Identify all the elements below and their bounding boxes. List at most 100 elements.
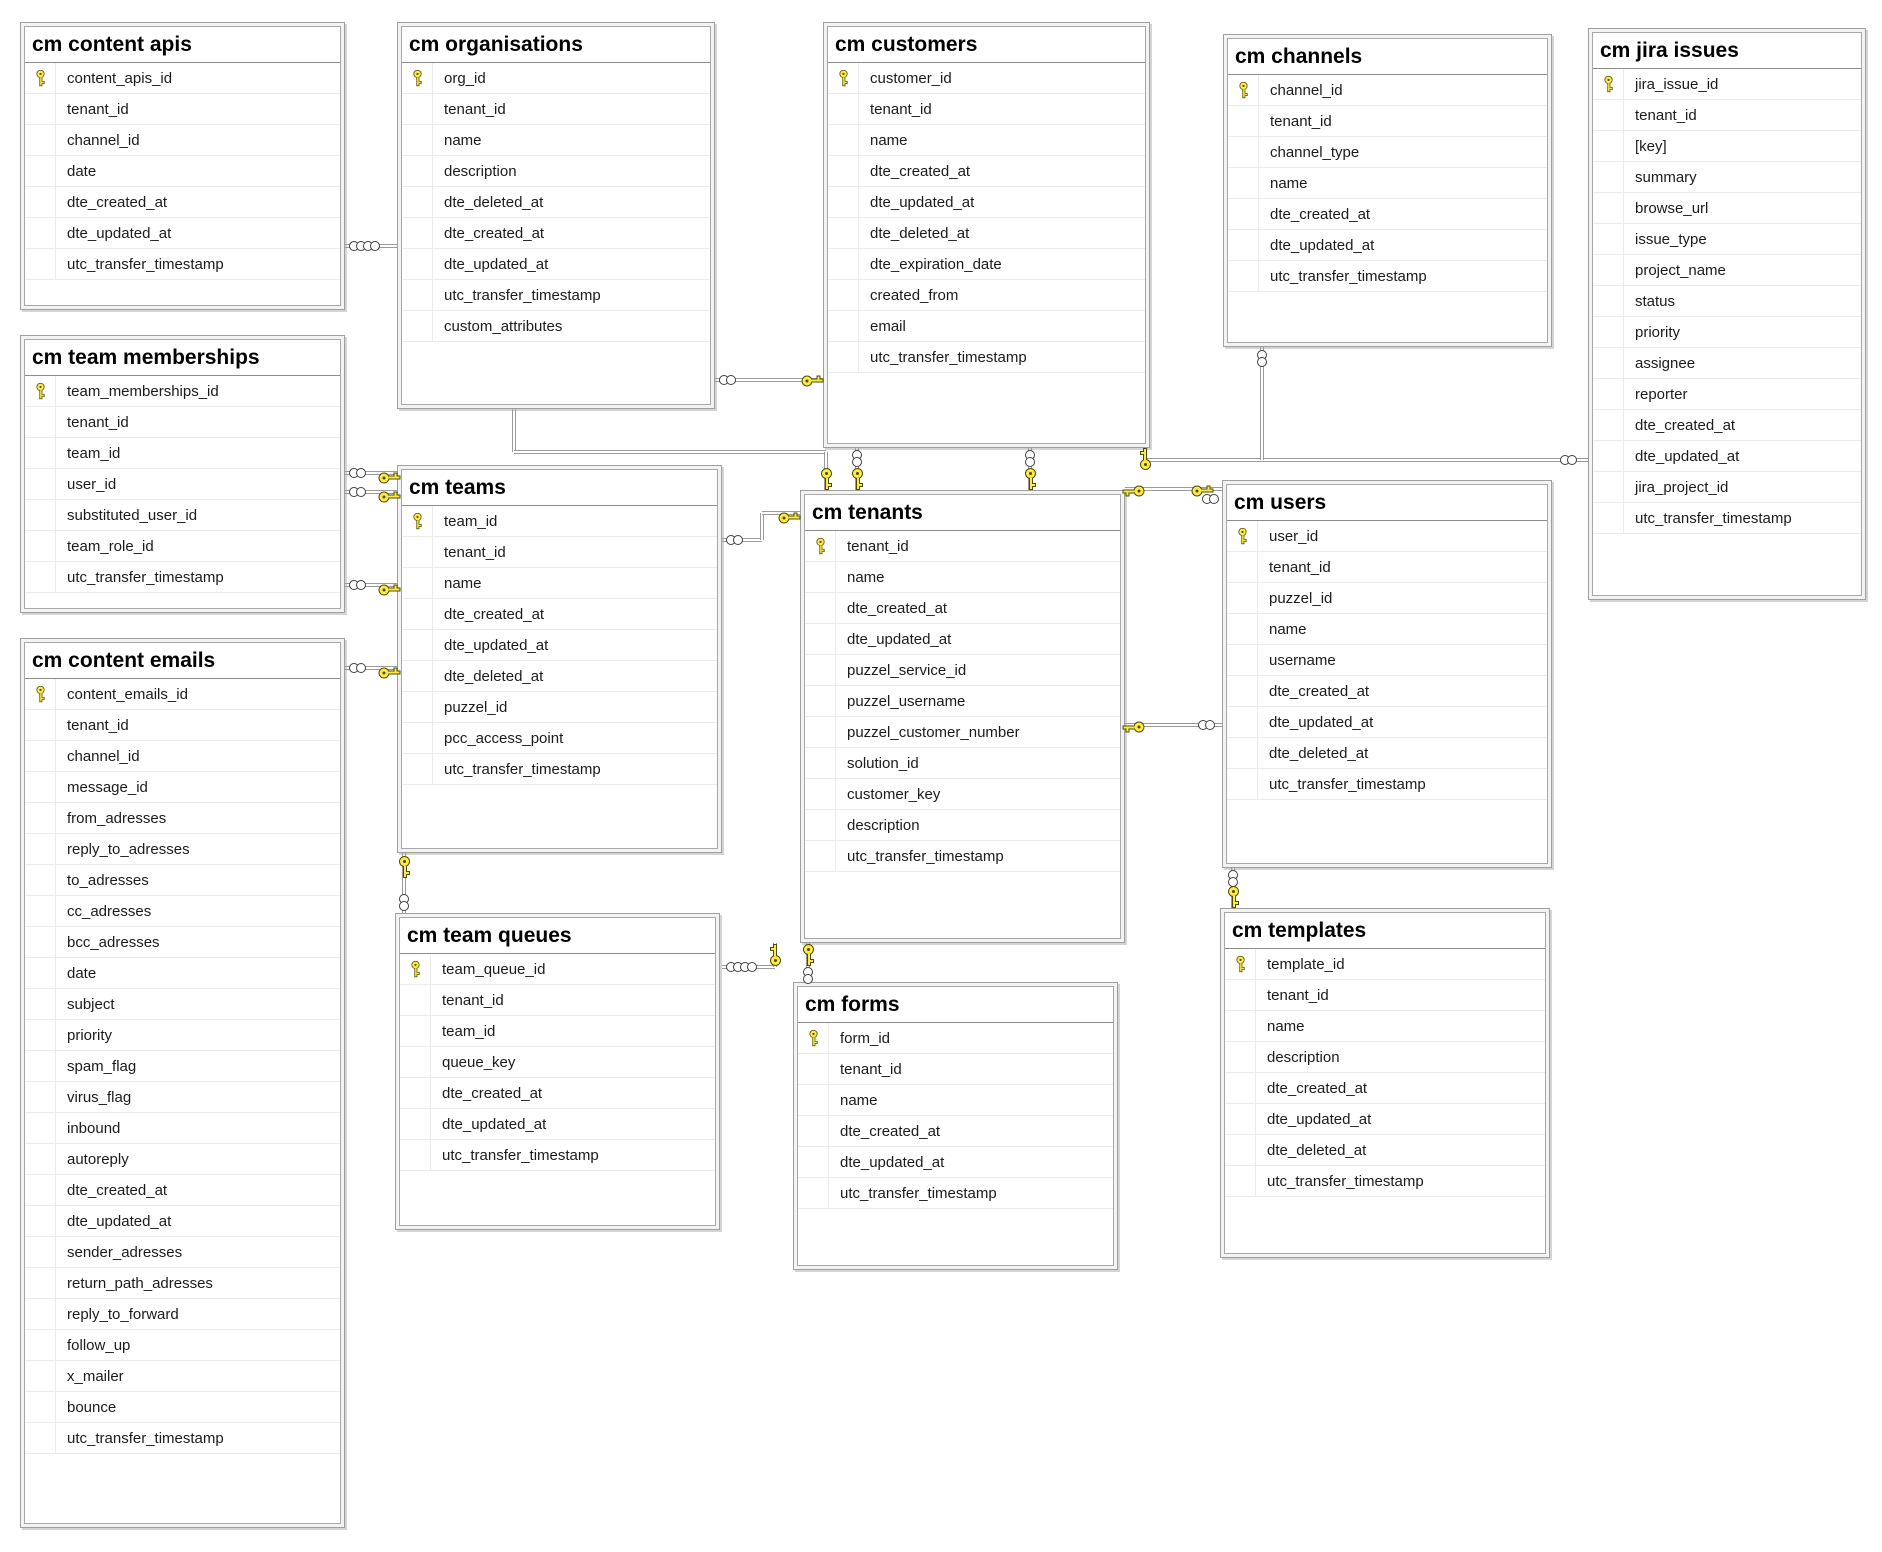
field-row[interactable]: puzzel_id (1227, 583, 1547, 614)
field-row[interactable]: channel_id (25, 741, 340, 772)
field-row[interactable]: spam_flag (25, 1051, 340, 1082)
field-row[interactable]: content_apis_id (25, 63, 340, 94)
field-row[interactable]: custom_attributes (402, 311, 710, 342)
field-row[interactable]: tenant_id (1593, 100, 1861, 131)
field-row[interactable]: tenant_id (1227, 552, 1547, 583)
field-row[interactable]: reply_to_adresses (25, 834, 340, 865)
field-row[interactable]: team_role_id (25, 531, 340, 562)
field-row[interactable]: dte_deleted_at (402, 187, 710, 218)
field-row[interactable]: utc_transfer_timestamp (805, 841, 1120, 872)
field-row[interactable]: name (1227, 614, 1547, 645)
field-row[interactable]: template_id (1225, 949, 1545, 980)
field-row[interactable]: utc_transfer_timestamp (1227, 769, 1547, 800)
field-row[interactable]: utc_transfer_timestamp (25, 562, 340, 593)
field-row[interactable]: tenant_id (805, 531, 1120, 562)
field-row[interactable]: utc_transfer_timestamp (25, 1423, 340, 1454)
table-title[interactable]: cm team memberships (25, 340, 340, 376)
field-row[interactable]: form_id (798, 1023, 1113, 1054)
field-row[interactable]: reply_to_forward (25, 1299, 340, 1330)
field-row[interactable]: team_memberships_id (25, 376, 340, 407)
field-row[interactable]: team_queue_id (400, 954, 715, 985)
field-row[interactable]: user_id (1227, 521, 1547, 552)
relationship-line[interactable] (345, 666, 397, 670)
field-row[interactable]: puzzel_service_id (805, 655, 1120, 686)
field-row[interactable]: utc_transfer_timestamp (798, 1178, 1113, 1209)
field-row[interactable]: customer_id (828, 63, 1145, 94)
relationship-line[interactable] (1125, 723, 1222, 727)
field-row[interactable]: summary (1593, 162, 1861, 193)
field-row[interactable]: reporter (1593, 379, 1861, 410)
field-row[interactable]: utc_transfer_timestamp (400, 1140, 715, 1171)
relationship-line[interactable] (1145, 458, 1588, 462)
field-row[interactable]: dte_created_at (1228, 199, 1547, 230)
field-row[interactable]: dte_updated_at (25, 218, 340, 249)
field-row[interactable]: utc_transfer_timestamp (1593, 503, 1861, 534)
field-row[interactable]: user_id (25, 469, 340, 500)
field-row[interactable]: puzzel_username (805, 686, 1120, 717)
field-row[interactable]: description (402, 156, 710, 187)
field-row[interactable]: dte_updated_at (1227, 707, 1547, 738)
field-row[interactable]: org_id (402, 63, 710, 94)
field-row[interactable]: x_mailer (25, 1361, 340, 1392)
field-row[interactable]: channel_id (25, 125, 340, 156)
field-row[interactable]: issue_type (1593, 224, 1861, 255)
field-row[interactable]: tenant_id (25, 710, 340, 741)
field-row[interactable]: date (25, 958, 340, 989)
field-row[interactable]: dte_created_at (25, 187, 340, 218)
table-title[interactable]: cm jira issues (1593, 33, 1861, 69)
field-row[interactable]: dte_updated_at (805, 624, 1120, 655)
table-title[interactable]: cm users (1227, 485, 1547, 521)
field-row[interactable]: dte_created_at (1593, 410, 1861, 441)
table-title[interactable]: cm tenants (805, 495, 1120, 531)
field-row[interactable]: dte_deleted_at (828, 218, 1145, 249)
field-row[interactable]: assignee (1593, 348, 1861, 379)
field-row[interactable]: dte_deleted_at (402, 661, 717, 692)
field-row[interactable]: sender_adresses (25, 1237, 340, 1268)
field-row[interactable]: dte_created_at (798, 1116, 1113, 1147)
field-row[interactable]: from_adresses (25, 803, 340, 834)
field-row[interactable]: [key] (1593, 131, 1861, 162)
field-row[interactable]: team_id (400, 1016, 715, 1047)
field-row[interactable]: dte_created_at (402, 218, 710, 249)
relationship-line[interactable] (1125, 487, 1222, 491)
field-row[interactable]: priority (1593, 317, 1861, 348)
field-row[interactable]: inbound (25, 1113, 340, 1144)
field-row[interactable]: bounce (25, 1392, 340, 1423)
field-row[interactable]: utc_transfer_timestamp (402, 280, 710, 311)
field-row[interactable]: autoreply (25, 1144, 340, 1175)
field-row[interactable]: tenant_id (798, 1054, 1113, 1085)
field-row[interactable]: name (402, 125, 710, 156)
field-row[interactable]: return_path_adresses (25, 1268, 340, 1299)
field-row[interactable]: dte_deleted_at (1225, 1135, 1545, 1166)
field-row[interactable]: puzzel_customer_number (805, 717, 1120, 748)
field-row[interactable]: utc_transfer_timestamp (1225, 1166, 1545, 1197)
field-row[interactable]: substituted_user_id (25, 500, 340, 531)
field-row[interactable]: bcc_adresses (25, 927, 340, 958)
field-row[interactable]: dte_updated_at (1225, 1104, 1545, 1135)
relationship-line[interactable] (715, 378, 823, 382)
field-row[interactable]: dte_updated_at (828, 187, 1145, 218)
field-row[interactable]: dte_updated_at (402, 630, 717, 661)
field-row[interactable]: username (1227, 645, 1547, 676)
field-row[interactable]: customer_key (805, 779, 1120, 810)
field-row[interactable]: name (805, 562, 1120, 593)
relationship-line[interactable] (514, 450, 826, 454)
table-title[interactable]: cm templates (1225, 913, 1545, 949)
relationship-line[interactable] (512, 409, 516, 452)
field-row[interactable]: message_id (25, 772, 340, 803)
field-row[interactable]: tenant_id (1225, 980, 1545, 1011)
field-row[interactable]: dte_created_at (402, 599, 717, 630)
field-row[interactable]: subject (25, 989, 340, 1020)
field-row[interactable]: tenant_id (25, 94, 340, 125)
field-row[interactable]: tenant_id (1228, 106, 1547, 137)
field-row[interactable]: dte_created_at (1227, 676, 1547, 707)
field-row[interactable]: queue_key (400, 1047, 715, 1078)
field-row[interactable]: jira_project_id (1593, 472, 1861, 503)
field-row[interactable]: tenant_id (402, 537, 717, 568)
field-row[interactable]: name (828, 125, 1145, 156)
